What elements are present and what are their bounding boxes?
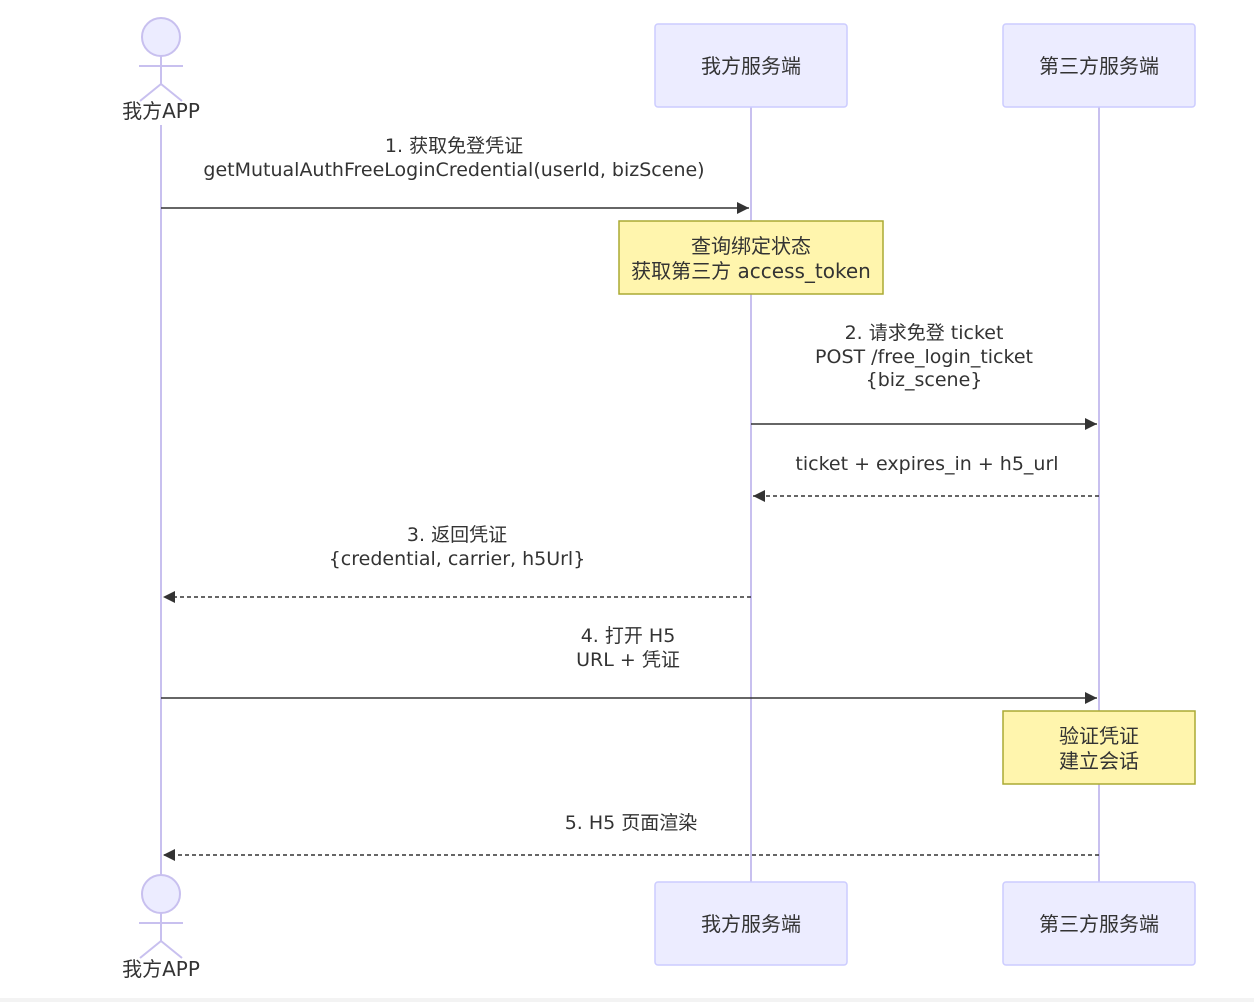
actor-label: 我方APP: [122, 99, 200, 123]
message-text: {biz_scene}: [866, 369, 983, 391]
participant-third-bottom: 第三方服务端: [1002, 881, 1196, 966]
message-text: getMutualAuthFreeLoginCredential(userId,…: [203, 159, 704, 181]
message-2: 2. 请求免登 ticket POST /free_login_ticket {…: [751, 322, 1097, 430]
participant-label: 第三方服务端: [1039, 912, 1159, 936]
message-2-reply: ticket + expires_in + h5_url: [753, 453, 1099, 502]
note-text: 建立会话: [1059, 749, 1139, 773]
message-text: 5. H5 页面渲染: [565, 812, 698, 834]
note-text: 查询绑定状态: [691, 234, 811, 258]
message-1: 1. 获取免登凭证 getMutualAuthFreeLoginCredenti…: [161, 135, 749, 214]
participant-third-top: 第三方服务端: [1002, 23, 1196, 108]
message-text: {credential, carrier, h5Url}: [329, 548, 586, 570]
message-text: URL + 凭证: [576, 649, 680, 671]
message-text: 1. 获取免登凭证: [385, 135, 523, 157]
note-third: 验证凭证 建立会话: [1002, 710, 1196, 785]
message-text: 4. 打开 H5: [581, 625, 676, 647]
participant-label: 我方服务端: [701, 54, 801, 78]
message-text: ticket + expires_in + h5_url: [795, 453, 1058, 475]
message-4: 4. 打开 H5 URL + 凭证: [161, 625, 1097, 704]
message-text: 2. 请求免登 ticket: [845, 322, 1004, 344]
stick-figure-icon: [139, 874, 183, 959]
message-5: 5. H5 页面渲染: [163, 812, 1099, 861]
message-3: 3. 返回凭证 {credential, carrier, h5Url}: [163, 524, 751, 603]
actor-app-top: 我方APP: [122, 17, 200, 123]
participant-label: 第三方服务端: [1039, 54, 1159, 78]
stick-figure-icon: [139, 17, 183, 102]
participant-label: 我方服务端: [701, 912, 801, 936]
message-text: 3. 返回凭证: [407, 524, 507, 546]
participant-server-top: 我方服务端: [654, 23, 848, 108]
participant-server-bottom: 我方服务端: [654, 881, 848, 966]
message-text: POST /free_login_ticket: [815, 346, 1033, 368]
note-server: 查询绑定状态 获取第三方 access_token: [618, 220, 884, 295]
bottom-edge: [0, 998, 1254, 1002]
note-text: 获取第三方 access_token: [631, 259, 871, 283]
actor-app-bottom: 我方APP: [122, 874, 200, 981]
note-text: 验证凭证: [1059, 724, 1139, 748]
actor-label: 我方APP: [122, 957, 200, 981]
